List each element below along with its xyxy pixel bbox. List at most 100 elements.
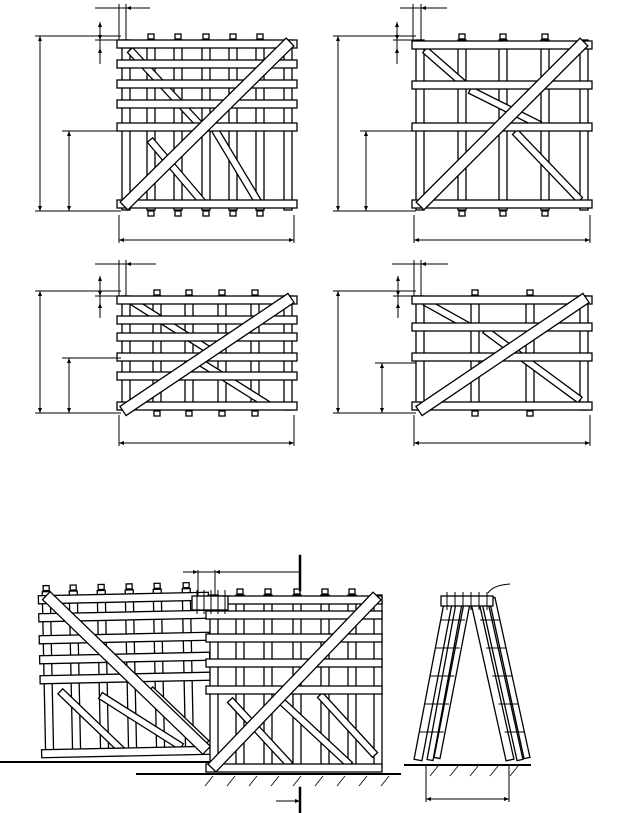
frame-rail [116, 401, 298, 411]
dimension-arrowhead [395, 48, 399, 53]
frame-diagonal [415, 37, 589, 211]
frame-brace [56, 687, 125, 754]
ground-hatch [270, 775, 280, 787]
frame-rail [116, 295, 298, 305]
frame-cleat [293, 588, 301, 595]
frame-rail [116, 315, 298, 325]
panel-middle-right [411, 289, 593, 417]
frame-cleat [458, 210, 466, 217]
frame-rail [116, 99, 298, 109]
dimension-arrowhead [67, 131, 71, 136]
frame-cleat [125, 583, 133, 590]
dimension-arrowhead [126, 6, 131, 10]
frame-cleat [182, 581, 190, 589]
frame-cleat [229, 33, 237, 40]
frame-cleat [218, 289, 226, 296]
frame-cleat [147, 210, 155, 217]
frame-diagonal [207, 591, 382, 773]
ground-hatch [469, 765, 479, 777]
dimension-arrowhead [38, 291, 42, 296]
leader-line [487, 583, 511, 594]
dimension-arrowhead [289, 441, 294, 445]
frame-diagonal [415, 292, 590, 417]
frame-rail [205, 595, 383, 605]
ground-hatch [292, 775, 302, 787]
frame-cleat [321, 588, 329, 595]
dimension-arrowhead [585, 238, 590, 242]
frame-rail [411, 295, 593, 305]
frame-cleat [264, 588, 272, 595]
dimension-arrowhead [126, 262, 131, 266]
frame-cleat [251, 289, 259, 296]
panel-middle-left [116, 289, 298, 417]
ground-hatch [429, 765, 439, 777]
frame-rail [411, 322, 593, 332]
ground-hatch [314, 775, 324, 787]
frame-cleat [202, 210, 210, 217]
dimension-arrowhead [98, 48, 102, 53]
frame-rail [411, 40, 593, 50]
dimension-arrowhead [215, 570, 220, 574]
frame-rail [411, 80, 593, 90]
frame-rail [116, 79, 298, 89]
frame-cleat [256, 33, 264, 40]
dimension-arrowhead [364, 131, 368, 136]
dimension-arrowhead [193, 570, 198, 574]
frame-rail [411, 401, 593, 411]
frame-cleat [499, 33, 507, 40]
frame-cleat [185, 410, 193, 417]
dimension-arrowhead [380, 408, 384, 413]
frame-cleat [202, 33, 210, 40]
frame-cleat [348, 588, 356, 595]
dimension-arrowhead [67, 358, 71, 363]
dimension-arrowhead [38, 408, 42, 413]
frame-cleat [229, 210, 237, 217]
frame-rail [205, 610, 383, 620]
ground-hatch [226, 775, 236, 787]
dimension-arrowhead [414, 441, 419, 445]
front-panel-left [37, 581, 213, 759]
dimension-arrowhead [585, 441, 590, 445]
frame-rail [205, 658, 383, 668]
frame-cleat [153, 410, 161, 417]
frame-rail [116, 59, 298, 69]
frame-cleat [256, 210, 264, 217]
frame-cleat [251, 410, 259, 417]
panel-views [116, 33, 593, 417]
front-panel-right [205, 588, 383, 773]
frame-cleat [541, 33, 549, 40]
dimension-arrowhead [98, 276, 102, 281]
frame-rail [205, 633, 383, 643]
dimension-arrowhead [421, 6, 426, 10]
frame-cleat [69, 584, 77, 591]
side-top-clamp [440, 595, 494, 607]
frame-cleat [471, 410, 479, 417]
dimension-arrowhead [504, 797, 509, 801]
dimension-arrowhead [395, 22, 399, 27]
frame-cleat [458, 33, 466, 40]
dimension-arrowhead [426, 797, 431, 801]
dimension-arrowhead [38, 36, 42, 41]
dimension-arrowhead [380, 363, 384, 368]
dimension-arrowhead [98, 303, 102, 308]
ground-hatch [204, 775, 214, 787]
dimension-arrowhead [396, 303, 400, 308]
dimension-arrowhead [395, 35, 399, 40]
ground-hatch [449, 765, 459, 777]
frame-cleat [541, 210, 549, 217]
dimension-arrowhead [67, 206, 71, 211]
frame-cleat [42, 584, 50, 592]
dimension-arrowhead [396, 276, 400, 281]
ground-hatch [336, 775, 346, 787]
ground-hatch [509, 765, 519, 777]
frame-diagonal [119, 37, 295, 211]
frame-diagonal [119, 292, 295, 417]
dimension-arrowhead [414, 238, 419, 242]
frame-brace [276, 696, 354, 769]
frame-rail [205, 763, 383, 773]
dimension-arrowhead [364, 206, 368, 211]
frame-rail [116, 199, 298, 209]
dimension-lines [35, 4, 591, 446]
frame-rail [116, 371, 298, 381]
